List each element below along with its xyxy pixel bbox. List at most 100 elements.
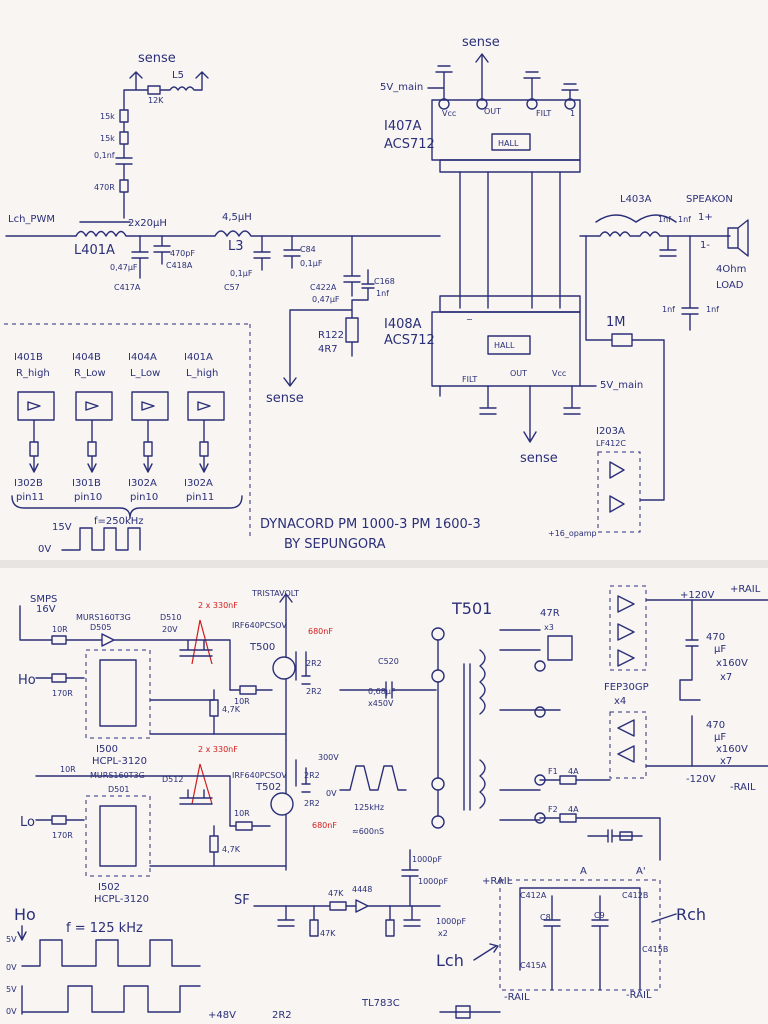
c422a-value: 0,47µF	[312, 295, 340, 304]
c1nf-a-label: 1nf	[658, 215, 671, 224]
r10r-a-label: 10R	[52, 625, 68, 634]
r2r2-d-label: 2R2	[304, 799, 320, 808]
c84-label: C84	[300, 245, 316, 254]
cap-b-2: µF	[714, 732, 726, 743]
p48-label: +48V	[208, 1010, 236, 1021]
c417a-label: C417A	[114, 283, 141, 292]
ic-bottom-label: I302B	[14, 478, 43, 489]
r2r2-a-label: 2R2	[306, 659, 322, 668]
f2-value: 4A	[568, 805, 579, 814]
c422a-label: C422A	[310, 283, 337, 292]
i408a-minus-mark: −	[466, 315, 473, 324]
l401a-label: L401A	[74, 243, 115, 258]
freq-top-label: f=250kHz	[94, 516, 144, 527]
r10r-c-label: 10R	[60, 765, 76, 774]
c01nf-label: 0,1nf	[94, 151, 115, 160]
v0b-label: 0V	[326, 789, 337, 798]
r12k-label: 12K	[148, 96, 164, 105]
rail-n2-label: -RAIL	[504, 992, 530, 1003]
current-sensor-block: sense 5V_main I407A ACS712 Vcc OUT FILT …	[380, 35, 643, 466]
ic-bottom-label: I302A	[184, 478, 213, 489]
r47k-b-label: 4,7K	[222, 845, 241, 854]
ic-sub-label: R_Low	[74, 368, 106, 379]
v5main-bot-label: 5V_main	[600, 380, 643, 391]
v5main-top-label: 5V_main	[380, 82, 423, 93]
lf412c-label: LF412C	[596, 439, 626, 448]
c01uf-label: 0,1µF	[230, 269, 253, 278]
ic-sub-label: R_high	[16, 368, 50, 379]
r1m-label: 1M	[606, 315, 626, 330]
main-output-line: Lch_PWM 2x20µH L401A 470pF C418A 0,47µF …	[5, 212, 441, 406]
cap-a-2: µF	[714, 644, 726, 655]
l2x20-label: 2x20µH	[128, 218, 167, 229]
c520-label: C520	[378, 657, 399, 666]
cap-b-4: x7	[720, 756, 732, 767]
l45uh-label: 4,5µH	[222, 212, 252, 223]
freq125b-label: f = 125 kHz	[66, 921, 143, 936]
ho-label: Ho	[18, 673, 36, 688]
sense-feedback-section: 1000pF 1000pF SF 47K 4448 47K 1000pF x2	[234, 849, 466, 938]
c168-label: C168	[374, 277, 395, 286]
ic-sub-label: L_high	[186, 368, 218, 379]
c84-value: 0,1µF	[300, 259, 323, 268]
r47k-a-label: 4,7K	[222, 705, 241, 714]
ic-label: I404A	[128, 352, 157, 363]
i408a-label: I408A	[384, 317, 422, 332]
lo-label: Lo	[20, 815, 35, 830]
load-4ohm-label: 4Ohm	[716, 264, 746, 275]
d501-label: D501	[108, 785, 129, 794]
left-sense-branch: sense L5 12K 15k 15k 0,1nf 470R	[94, 51, 209, 219]
ic-sub-label: L_Low	[130, 368, 160, 379]
t502-label: T502	[255, 782, 281, 793]
rail-n-label: -RAIL	[730, 782, 756, 793]
rail-p2-label: +RAIL	[482, 876, 513, 887]
sense-mid-label: sense	[266, 391, 304, 406]
c1nf-c-label: 1nf	[662, 305, 675, 314]
irf-b-label: IRF640PCSOV	[232, 771, 287, 780]
r47k-d-label: 47K	[320, 929, 336, 938]
f1-label: F1	[548, 767, 558, 776]
c680-b-label: 680nF	[312, 821, 337, 830]
i407a-label: I407A	[384, 119, 422, 134]
d510-label: D510	[160, 613, 181, 622]
c680-a-label: 680nF	[308, 627, 333, 636]
rail-cap-section: +RAIL C412A C412B C415A C415B C8 C9 Lch …	[436, 876, 706, 1003]
c1nf-d-label: 1nf	[706, 305, 719, 314]
v0-label: 0V	[38, 544, 51, 555]
v120p-label: +120V	[680, 590, 714, 601]
l403a-label: L403A	[620, 194, 652, 205]
filt-a-label: FILT	[536, 109, 551, 118]
r170-a-label: 170R	[52, 689, 73, 698]
one-a-label: 1	[570, 109, 575, 118]
t501-label: T501	[451, 599, 492, 618]
rail-p-label: +RAIL	[730, 584, 761, 595]
sf-label: SF	[234, 893, 250, 908]
c412a-label: C412A	[520, 891, 547, 900]
hcpl-a-label: HCPL-3120	[92, 756, 147, 767]
ic-label: I404B	[72, 352, 101, 363]
r122-label: R122	[318, 330, 344, 341]
v300-label: 300V	[318, 753, 339, 762]
top-divider	[4, 323, 251, 540]
r15k-b-label: 15k	[100, 134, 115, 143]
cap-2x330-a: 2 x 330nF	[198, 601, 238, 610]
r470r-label: 470R	[94, 183, 115, 192]
ho2-label: Ho	[14, 905, 36, 924]
speakon-label: SPEAKON	[686, 194, 733, 205]
i203a-label: I203A	[596, 426, 625, 437]
t600-label: ≈600nS	[352, 827, 384, 836]
d510-voltage: 20V	[162, 625, 178, 634]
cap-a-3: x160V	[716, 658, 748, 669]
ic-pin-label: pin10	[130, 492, 158, 503]
c168-value: 1nf	[376, 289, 389, 298]
ho-waveform-section: Ho f = 125 kHz 5V 0V 5V 0V +48V 2R2 TL78…	[6, 905, 501, 1021]
acs712-b-label: ACS712	[384, 333, 435, 348]
r170-b-label: 170R	[52, 831, 73, 840]
r10r-d-label: 10R	[234, 809, 250, 818]
filt-b-label: FILT	[462, 375, 477, 384]
cap-a-4: x7	[720, 672, 732, 683]
l3-label: L3	[228, 239, 244, 254]
acs712-a-label: ACS712	[384, 137, 435, 152]
